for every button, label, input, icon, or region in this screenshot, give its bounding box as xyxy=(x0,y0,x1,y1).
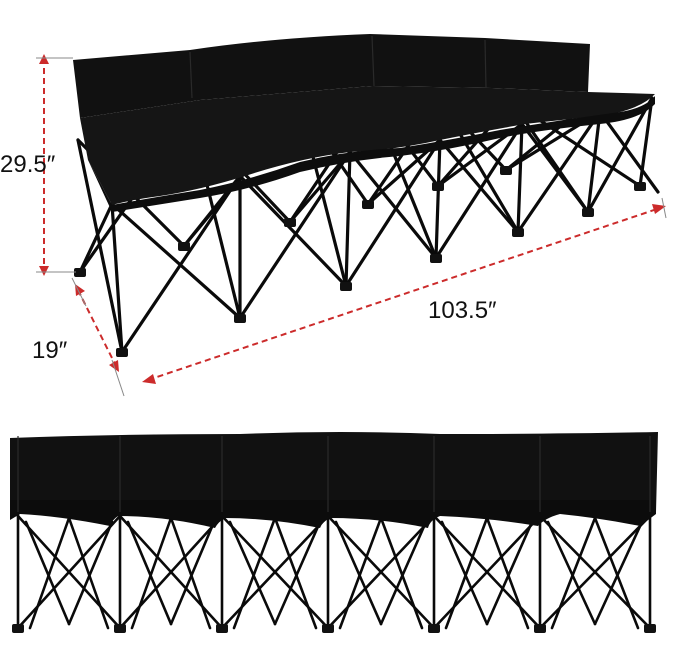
arrow-down-icon xyxy=(39,266,49,276)
frame-foot xyxy=(512,228,524,237)
length-tick xyxy=(661,197,667,219)
front-brace xyxy=(434,122,524,260)
rear-x-brace xyxy=(130,516,173,630)
side-brace xyxy=(76,138,124,354)
rear-x-brace xyxy=(67,516,110,630)
side-brace xyxy=(78,202,114,274)
depth-tick xyxy=(71,277,87,307)
frame-foot xyxy=(430,254,442,263)
front-view xyxy=(10,432,658,633)
front-brace xyxy=(238,150,352,320)
frame-foot xyxy=(74,268,86,277)
rear-x-brace xyxy=(379,520,428,626)
arrow-left-icon xyxy=(142,374,156,384)
front-frame-legs xyxy=(16,438,652,630)
front-foot xyxy=(534,624,546,633)
dimension-lines: 29.5″ 19″ 103.5″ xyxy=(0,54,667,397)
rear-x-brace xyxy=(338,516,383,630)
rear-x-brace xyxy=(593,520,644,626)
front-brace xyxy=(110,202,242,320)
frame-foot xyxy=(500,166,512,175)
length-label: 103.5″ xyxy=(428,297,497,324)
rear-x-brace xyxy=(273,516,318,630)
front-backrest-seams xyxy=(17,436,651,512)
rear-x-brace xyxy=(169,516,212,630)
seat-fabric xyxy=(80,86,655,205)
rear-x-brace xyxy=(444,516,489,630)
rear-x-brace xyxy=(228,520,277,626)
rear-x-brace xyxy=(546,520,597,626)
rear-x-brace xyxy=(67,520,114,626)
rear-x-brace xyxy=(28,516,71,630)
front-foot xyxy=(114,624,126,633)
front-brace xyxy=(598,110,660,194)
front-brace xyxy=(120,174,242,354)
front-brace xyxy=(438,138,520,234)
frame-foot xyxy=(284,218,296,227)
frame-foot xyxy=(178,242,190,251)
front-foot xyxy=(644,624,656,633)
rear-x-brace xyxy=(485,516,530,630)
rear-x-brace xyxy=(440,520,489,626)
front-backrest-fabric xyxy=(10,432,658,514)
rear-x-brace xyxy=(485,520,534,626)
rear-x-brace xyxy=(126,520,173,626)
front-brace xyxy=(238,174,348,288)
front-foot xyxy=(12,624,24,633)
depth-label: 19″ xyxy=(32,337,68,364)
front-brace xyxy=(586,96,654,214)
front-x-brace xyxy=(118,514,224,630)
front-post xyxy=(586,110,602,214)
rear-x-brace xyxy=(169,520,216,626)
frame-foot xyxy=(582,208,594,217)
frame-foot xyxy=(234,314,246,323)
seat-front-drape xyxy=(88,96,655,212)
frame-foot xyxy=(340,282,352,291)
front-foot xyxy=(428,624,440,633)
depth-tick-2 xyxy=(111,359,125,397)
rear-x-brace xyxy=(232,516,277,630)
arrow-upleft-icon xyxy=(75,284,85,296)
perspective-view xyxy=(73,34,660,357)
arrow-right-icon xyxy=(652,204,666,214)
front-foot xyxy=(216,624,228,633)
rear-x-brace xyxy=(550,516,597,630)
end-post xyxy=(638,96,654,188)
rear-x-brace xyxy=(273,520,322,626)
rear-x-brace xyxy=(334,520,383,626)
backrest-fabric xyxy=(73,34,590,118)
rear-x-brace xyxy=(379,516,424,630)
front-x-brace xyxy=(16,514,122,630)
front-seat-fabric xyxy=(10,500,656,528)
front-frame-feet xyxy=(12,624,656,633)
rear-x-brace xyxy=(24,520,71,626)
frame-foot xyxy=(116,348,128,357)
height-label: 29.5″ xyxy=(0,151,56,178)
front-brace xyxy=(348,150,438,260)
rear-x-brace xyxy=(593,516,640,630)
frame-foot xyxy=(362,200,374,209)
front-post xyxy=(110,202,124,354)
front-post xyxy=(434,138,442,260)
frame-feet xyxy=(74,166,646,357)
frame-foot xyxy=(634,182,646,191)
front-post xyxy=(516,122,524,234)
arrow-up-icon xyxy=(39,54,49,64)
front-foot xyxy=(322,624,334,633)
front-brace xyxy=(344,138,442,288)
length-dimension-line xyxy=(147,207,661,381)
backrest-seam xyxy=(189,35,487,99)
frame-foot xyxy=(432,182,444,191)
